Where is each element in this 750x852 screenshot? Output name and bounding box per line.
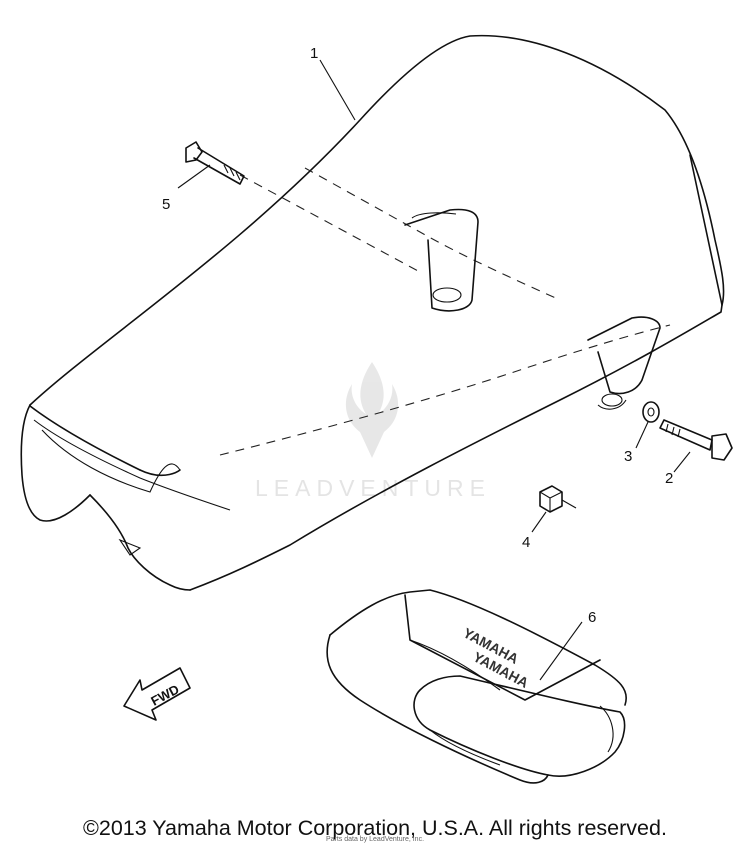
fwd-label: FWD <box>148 682 181 709</box>
callout-label-3: 3 <box>624 448 632 465</box>
callout-label-5: 5 <box>162 196 170 213</box>
provider-notice: Parts data by LeadVenture, Inc. <box>325 836 425 843</box>
callout-label-4: 4 <box>522 534 530 551</box>
washer-3-part: 3 <box>624 401 660 465</box>
seat-cover-6-part: YAMAHA YAMAHA 6 <box>326 589 627 784</box>
callout-label-2: 2 <box>665 470 673 487</box>
bolt-2-part: 2 <box>659 419 733 487</box>
copyright-notice: ©2013 Yamaha Motor Corporation, U.S.A. A… <box>83 816 667 840</box>
callout-label-6: 6 <box>588 609 596 626</box>
watermark-flame-icon <box>345 362 399 458</box>
bolt-5-part: 5 <box>162 141 245 213</box>
seat-part: 1 <box>20 34 725 591</box>
forward-direction-arrow: FWD <box>123 667 191 721</box>
callout-label-1: 1 <box>310 45 318 62</box>
leadventure-watermark: LEADVENTURE <box>255 362 491 501</box>
watermark-text: LEADVENTURE <box>255 475 491 501</box>
nut-4-part: 4 <box>522 485 577 551</box>
